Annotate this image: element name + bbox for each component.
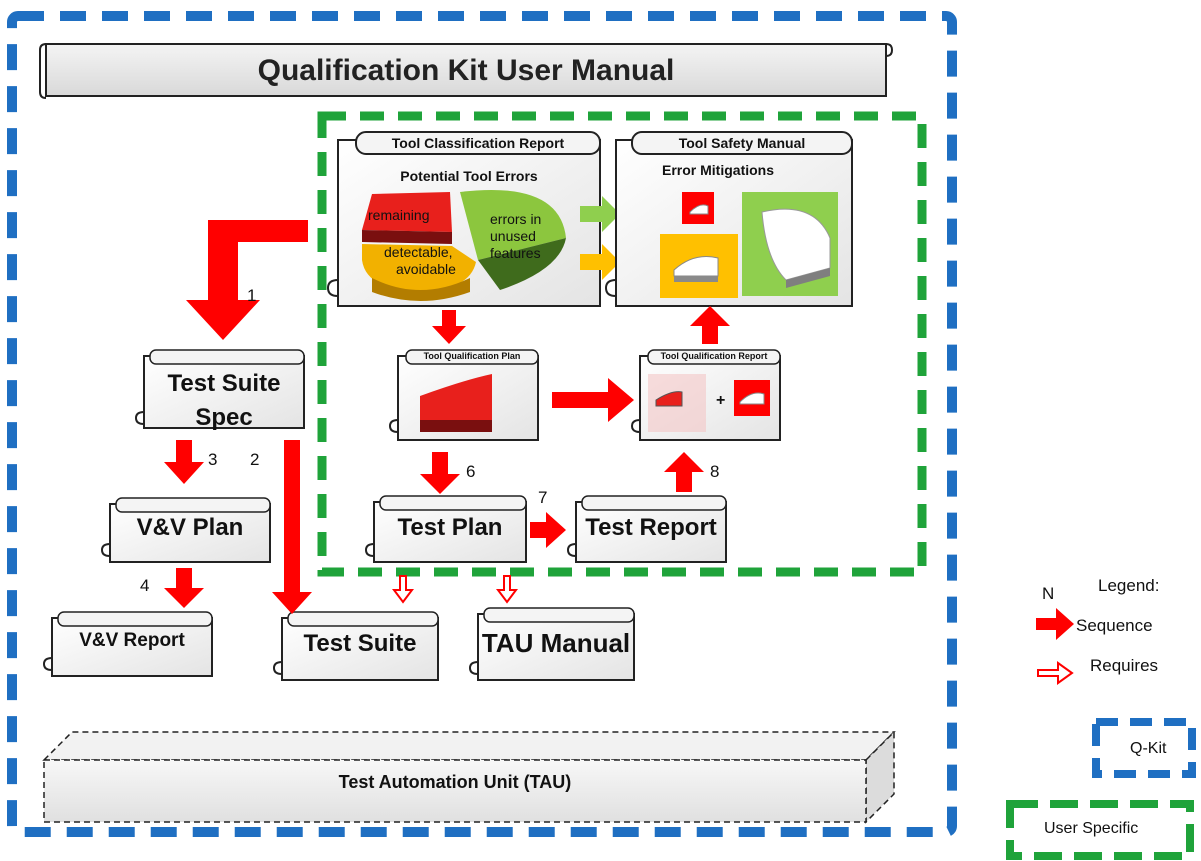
step-8: 8 [710, 462, 720, 481]
manual-banner [39, 43, 894, 99]
step-2: 2 [250, 450, 260, 469]
step-4: 4 [140, 576, 150, 595]
slice-detectable: detectable, [384, 244, 453, 260]
tau-manual-label: TAU Manual [481, 628, 631, 658]
arrow-step-1 [186, 220, 308, 340]
test-suite-label: Test Suite [303, 630, 417, 657]
qualification-report-plus: + [716, 392, 726, 409]
tau-manual-doc [468, 607, 635, 681]
vv-plan-doc [100, 497, 271, 563]
step-7: 7 [538, 488, 548, 507]
slice-unused: unused [490, 228, 536, 244]
arrow-to-safety-manual [690, 306, 730, 344]
tau-box [42, 730, 896, 824]
arrow-step-4 [164, 568, 204, 608]
qkit-boundary [7, 11, 957, 837]
qualification-plan-doc [388, 349, 539, 441]
green-arrow [580, 196, 620, 232]
arrow-step-3 [164, 440, 204, 484]
test-suite-spec-line2: Spec [195, 404, 253, 431]
legend-qkit: Q-Kit [1130, 740, 1167, 757]
arrow-plan-to-report [552, 378, 634, 422]
legend-user-specific-swatch [1006, 800, 1194, 860]
slice-remaining: remaining [368, 207, 430, 223]
legend-requires-arrow [1037, 661, 1074, 685]
step-6: 6 [466, 462, 476, 481]
error-mitigations-heading: Error Mitigations [662, 162, 775, 178]
arrow-step-8 [664, 452, 704, 492]
qualification-plan-title: Tool Qualification Plan [423, 351, 521, 361]
user-specific-boundary [317, 111, 927, 577]
step-1: 1 [247, 286, 257, 305]
manual-title: Qualification Kit User Manual [257, 54, 675, 87]
tau-label: Test Automation Unit (TAU) [338, 772, 572, 792]
vv-report-doc [42, 611, 213, 677]
test-plan-label: Test Plan [397, 514, 503, 541]
arrow-step-7 [530, 512, 566, 548]
potential-errors-pie [362, 189, 566, 301]
slice-avoidable: avoidable [396, 261, 456, 277]
slice-errors-in: errors in [490, 211, 542, 227]
potential-errors-heading: Potential Tool Errors [400, 168, 538, 184]
yellow-arrow [580, 244, 620, 280]
arrow-step-6 [420, 452, 460, 494]
arrow-step-2 [272, 440, 312, 614]
legend-title: Legend: [1098, 576, 1160, 595]
test-report-label: Test Report [585, 514, 717, 541]
vv-plan-label: V&V Plan [136, 514, 244, 541]
test-plan-doc [364, 495, 527, 563]
qualification-report-doc [630, 349, 781, 441]
classification-report-title: Tool Classification Report [391, 135, 565, 151]
vv-report-label: V&V Report [79, 630, 185, 651]
requires-arrow-tau-manual [496, 575, 518, 604]
step-3: 3 [208, 450, 218, 469]
slice-features: features [490, 245, 541, 261]
legend-n: N [1042, 584, 1055, 603]
legend-sequence: Sequence [1076, 616, 1153, 635]
legend-requires: Requires [1090, 656, 1159, 675]
qualification-report-title: Tool Qualification Report [660, 351, 768, 361]
safety-manual-title: Tool Safety Manual [678, 135, 806, 151]
requires-arrow-test-suite [392, 575, 414, 604]
legend-sequence-arrow [1036, 608, 1074, 640]
legend-qkit-swatch [1092, 718, 1196, 778]
test-suite-spec-line1: Test Suite [167, 370, 281, 397]
test-suite-doc [272, 611, 439, 681]
legend-user-specific: User Specific [1044, 820, 1139, 837]
arrow-to-qualification-plan [432, 310, 466, 344]
test-report-doc [566, 495, 727, 563]
test-suite-spec-doc [134, 349, 305, 429]
